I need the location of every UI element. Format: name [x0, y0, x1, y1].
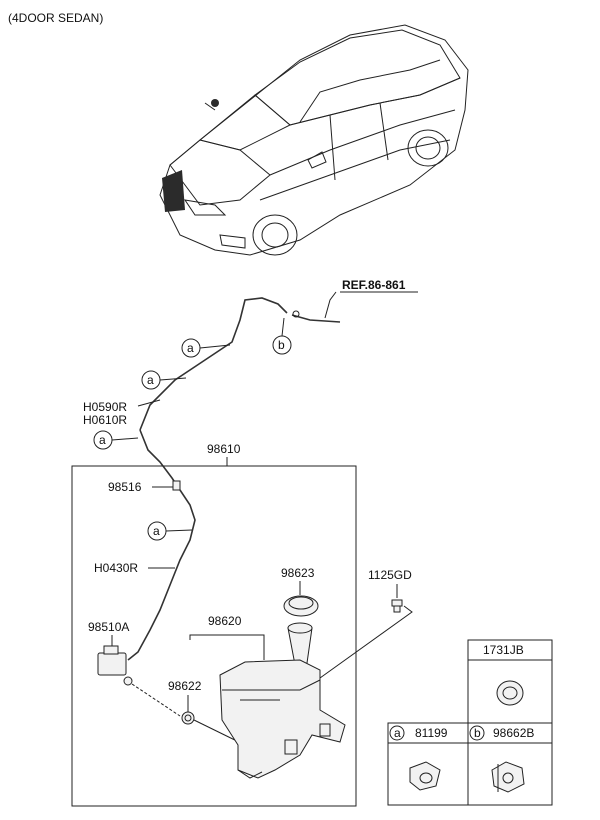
- washer-pump: [97, 645, 133, 686]
- connector-part: [172, 480, 181, 491]
- variant-label: (4DOOR SEDAN): [8, 11, 103, 25]
- legend-clip-a-code: 81199: [415, 726, 448, 740]
- legend-clip-a-letter: a: [394, 726, 401, 740]
- svg-text:a: a: [99, 433, 106, 447]
- upper-hose-tail: [139, 429, 177, 485]
- bolt-part: [391, 599, 403, 613]
- grommet-part: [181, 711, 195, 725]
- legend-clips-box: a 81199 b 98662B: [387, 722, 553, 806]
- svg-text:a: a: [147, 373, 154, 387]
- legend-clip-b-code: 98662B: [493, 726, 534, 740]
- reservoir-label: 98620: [208, 614, 242, 628]
- connector-label: 98516: [108, 480, 142, 494]
- washer-reservoir: [219, 622, 346, 779]
- svg-text:b: b: [278, 338, 285, 352]
- grommet-label: 98622: [168, 679, 202, 693]
- callout-a-1: a: [181, 338, 231, 358]
- ref-label: REF.86-861: [342, 278, 406, 292]
- nozzle-hose: [291, 314, 341, 323]
- reservoir-cap: [283, 595, 319, 617]
- reservoir-bracket: [189, 634, 265, 660]
- hose-label-h0590r: H0590R: [83, 400, 127, 414]
- callout-b: b: [272, 317, 292, 355]
- callout-a-3: a: [93, 430, 139, 450]
- bolt-label: 1125GD: [368, 568, 412, 582]
- clip-a-part: [409, 761, 441, 791]
- callout-a-2: a: [141, 370, 187, 390]
- svg-text:a: a: [153, 524, 160, 538]
- lower-hose: [127, 489, 196, 661]
- cap-label: 98623: [281, 566, 315, 580]
- callout-a-4: a: [147, 521, 193, 541]
- hose-label-h0430r: H0430R: [94, 561, 138, 575]
- car-illustration: [159, 24, 469, 256]
- svg-text:a: a: [187, 341, 194, 355]
- hose-label-leader: [137, 399, 161, 407]
- nozzle-connector: [292, 310, 300, 318]
- legend-clip-b-letter: b: [474, 726, 481, 740]
- plug-part: [496, 680, 524, 706]
- pump-label: 98510A: [88, 620, 129, 634]
- upper-hose: [139, 297, 288, 431]
- legend-plug-code: 1731JB: [483, 643, 524, 657]
- ref-leader: [324, 291, 337, 319]
- bolt-to-tank-line: [319, 605, 413, 679]
- assembly-label: 98610: [207, 442, 241, 456]
- hose-label-h0610r: H0610R: [83, 413, 127, 427]
- clip-b-part: [491, 761, 525, 793]
- assembly-box: [71, 465, 357, 807]
